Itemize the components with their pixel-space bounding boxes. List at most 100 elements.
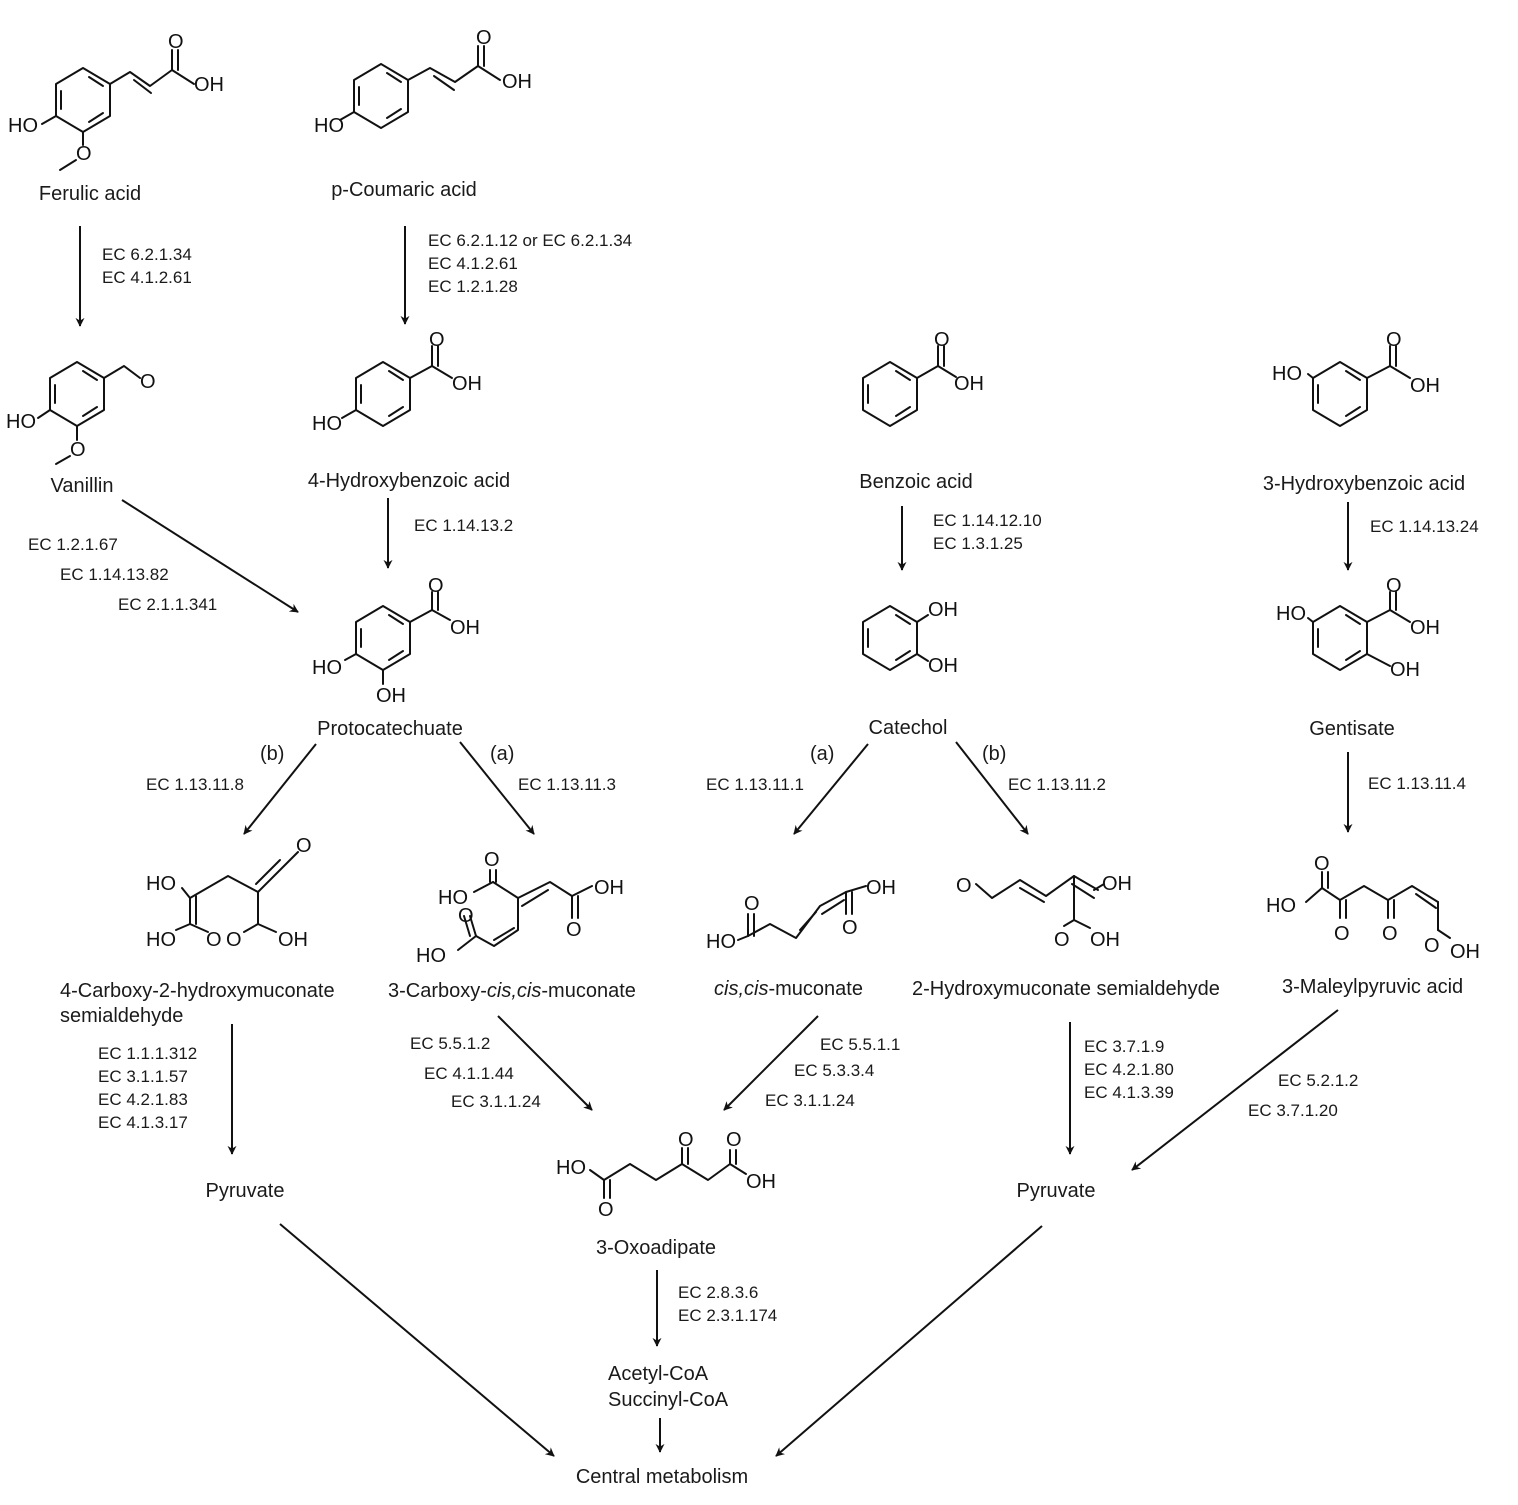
arrow-catechol-a bbox=[793, 743, 869, 835]
atom-label: O bbox=[1386, 575, 1402, 597]
atom-label: O bbox=[598, 1199, 614, 1221]
atom-label: HO bbox=[1272, 363, 1302, 385]
ec-hms-to-pyruvate: EC 3.7.1.9 EC 4.2.1.80 EC 4.1.3.39 bbox=[1084, 1037, 1174, 1102]
atom-label: OH bbox=[376, 685, 406, 707]
branch-marker: (a) bbox=[810, 743, 834, 765]
ec-number: EC 1.14.12.10 bbox=[933, 511, 1042, 530]
4-hydroxybenzoic-acid-structure: O OH HO bbox=[312, 329, 482, 435]
atom-label: OH bbox=[452, 373, 482, 395]
arrow-pca-b bbox=[243, 743, 317, 835]
label-p-coumaric-acid: p-Coumaric acid bbox=[331, 179, 477, 201]
branch-marker: (b) bbox=[982, 743, 1006, 765]
atom-label: O bbox=[484, 849, 500, 871]
ec-number: EC 1.13.11.1 bbox=[706, 775, 804, 794]
label-ferulic-acid: Ferulic acid bbox=[39, 183, 141, 205]
arrow-pca-a bbox=[459, 741, 535, 835]
atom-label: O bbox=[140, 371, 156, 393]
ec-number: EC 6.2.1.12 or EC 6.2.1.34 bbox=[428, 231, 632, 250]
muconate-structure: O HO OH O bbox=[706, 877, 896, 953]
ec-number: EC 4.1.2.61 bbox=[102, 268, 192, 287]
ec-number: EC 5.2.1.2 bbox=[1278, 1071, 1358, 1090]
ec-number: EC 2.1.1.341 bbox=[118, 595, 217, 614]
arrow-left-pyruvate-to-central bbox=[279, 1223, 555, 1457]
ec-number: EC 3.7.1.9 bbox=[1084, 1037, 1164, 1056]
arrow-right-pyruvate-to-central bbox=[775, 1225, 1043, 1457]
carboxy-hydroxymuconate-semialdehyde-structure: O HO HO O O OH bbox=[146, 835, 312, 951]
branch-marker: (b) bbox=[260, 743, 284, 765]
atom-label: O bbox=[296, 835, 312, 857]
label-part: cis,cis bbox=[487, 980, 541, 1002]
ec-vanillin-to-pca: EC 1.2.1.67 EC 1.14.13.82 EC 2.1.1.341 bbox=[28, 535, 217, 614]
benzoic-acid-structure: O OH bbox=[862, 329, 984, 427]
atom-label: HO bbox=[6, 411, 36, 433]
atom-label: OH bbox=[502, 71, 532, 93]
atom-label: O bbox=[1334, 923, 1350, 945]
atom-label: OH bbox=[1390, 659, 1420, 681]
ec-number: EC 1.14.13.2 bbox=[414, 516, 513, 535]
ec-number: EC 3.1.1.24 bbox=[765, 1091, 855, 1110]
atom-label: O bbox=[476, 27, 492, 49]
atom-label: HO bbox=[706, 931, 736, 953]
atom-label: O bbox=[934, 329, 950, 351]
atom-label: HO bbox=[556, 1157, 586, 1179]
ec-pca-b: EC 1.13.11.8 bbox=[146, 775, 244, 794]
protocatechuate-structure: O OH HO OH bbox=[312, 575, 480, 707]
ec-carboxymuconate-to-oxoadipate: EC 5.5.1.2 EC 4.1.1.44 EC 3.1.1.24 bbox=[410, 1034, 541, 1111]
ec-number: EC 6.2.1.34 bbox=[102, 245, 192, 264]
ec-chms-to-pyruvate: EC 1.1.1.312 EC 3.1.1.57 EC 4.2.1.83 EC … bbox=[98, 1044, 197, 1132]
ec-number: EC 1.14.13.82 bbox=[60, 565, 169, 584]
atom-label: O bbox=[1054, 929, 1070, 951]
ec-muconate-to-oxoadipate: EC 5.5.1.1 EC 5.3.3.4 EC 3.1.1.24 bbox=[765, 1035, 900, 1110]
arrow-maleylpyruvate-to-pyruvate bbox=[1131, 1009, 1339, 1171]
ec-hba4-to-pca: EC 1.14.13.2 bbox=[414, 516, 513, 535]
ec-number: EC 1.13.11.8 bbox=[146, 775, 244, 794]
atom-label: O bbox=[1386, 329, 1402, 351]
atom-label: HO bbox=[416, 945, 446, 967]
3-hydroxybenzoic-acid-structure: O OH HO bbox=[1272, 329, 1440, 427]
hydroxymuconate-semialdehyde-structure: O OH O OH bbox=[956, 873, 1132, 951]
label-succinyl-coa: Succinyl-CoA bbox=[608, 1389, 729, 1411]
label-benzoic-acid: Benzoic acid bbox=[859, 471, 972, 493]
arrow-muconate-to-oxoadipate bbox=[723, 1015, 819, 1111]
label-carboxy-hydroxymuconate-line2: semialdehyde bbox=[60, 1005, 183, 1027]
ec-number: EC 4.1.1.44 bbox=[424, 1064, 514, 1083]
ec-number: EC 4.2.1.80 bbox=[1084, 1060, 1174, 1079]
atom-label: HO bbox=[8, 115, 38, 137]
atom-label: HO bbox=[312, 413, 342, 435]
ec-number: EC 5.3.3.4 bbox=[794, 1061, 874, 1080]
atom-label: O bbox=[458, 905, 474, 927]
label-acetyl-coa: Acetyl-CoA bbox=[608, 1363, 709, 1385]
ec-benzoic-to-catechol: EC 1.14.12.10 EC 1.3.1.25 bbox=[933, 511, 1042, 553]
ec-number: EC 2.3.1.174 bbox=[678, 1306, 777, 1325]
ec-number: EC 1.14.13.24 bbox=[1370, 517, 1479, 536]
ec-number: EC 5.5.1.1 bbox=[820, 1035, 900, 1054]
label-protocatechuate: Protocatechuate bbox=[317, 718, 463, 740]
atom-label: OH bbox=[746, 1171, 776, 1193]
atom-label: HO bbox=[438, 887, 468, 909]
ec-number: EC 1.1.1.312 bbox=[98, 1044, 197, 1063]
atom-label: HO bbox=[1266, 895, 1296, 917]
oxoadipate-structure: O O HO OH O bbox=[556, 1129, 776, 1221]
atom-label: O bbox=[168, 31, 184, 53]
label-gentisate: Gentisate bbox=[1309, 718, 1395, 740]
atom-label: HO bbox=[314, 115, 344, 137]
atom-label: O bbox=[842, 917, 858, 939]
atom-label: O bbox=[1314, 853, 1330, 875]
label-maleylpyruvic-acid: 3-Maleylpyruvic acid bbox=[1282, 976, 1463, 998]
atom-label: O bbox=[70, 439, 86, 461]
label-oxoadipate: 3-Oxoadipate bbox=[596, 1237, 716, 1259]
ec-number: EC 1.13.11.2 bbox=[1008, 775, 1106, 794]
ec-number: EC 1.2.1.67 bbox=[28, 535, 118, 554]
arrow-vanillin-to-pca bbox=[121, 499, 299, 613]
ec-ferulic-to-vanillin: EC 6.2.1.34 EC 4.1.2.61 bbox=[102, 245, 192, 287]
ec-gentisate-step: EC 1.13.11.4 bbox=[1368, 774, 1466, 793]
atom-label: O bbox=[429, 329, 445, 351]
atom-label: O bbox=[1424, 935, 1440, 957]
atom-label: O bbox=[206, 929, 222, 951]
atom-label: O bbox=[1382, 923, 1398, 945]
branch-marker: (a) bbox=[490, 743, 514, 765]
catechol-structure: OH OH bbox=[862, 599, 958, 677]
label-central-metabolism: Central metabolism bbox=[576, 1466, 748, 1488]
label-carboxy-muconate: 3-Carboxy-cis,cis-muconate bbox=[388, 980, 636, 1002]
ec-number: EC 3.7.1.20 bbox=[1248, 1101, 1338, 1120]
